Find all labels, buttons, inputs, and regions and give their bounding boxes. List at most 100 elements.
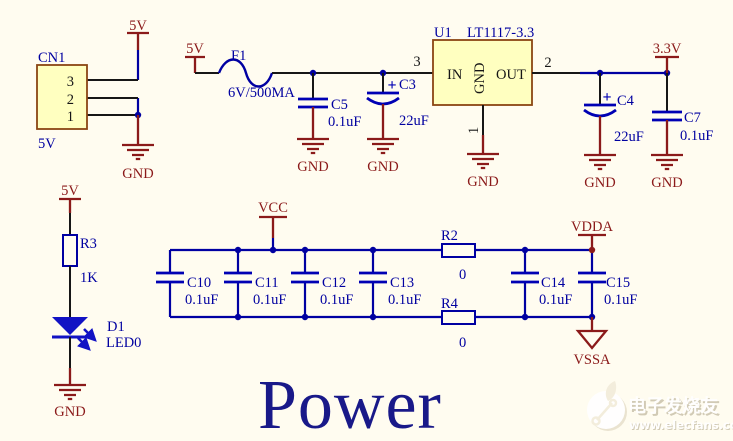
vssa-ground-triangle <box>575 329 609 350</box>
cn1-pin1-number: 1 <box>67 109 74 125</box>
junction-dot <box>369 313 377 321</box>
watermark-node <box>608 398 618 408</box>
c12-value: 0.1uF <box>320 292 353 308</box>
wire <box>87 79 138 116</box>
junction-dot <box>234 246 242 254</box>
r3-body <box>62 234 78 267</box>
watermark-brand: 电子发烧友 <box>628 395 718 417</box>
cn1-body <box>36 64 88 130</box>
r2-value: 0 <box>459 267 466 283</box>
led-emission-arrow <box>83 328 97 342</box>
capacitor-leads <box>523 250 594 317</box>
r2-body <box>441 243 476 258</box>
d1-value: LED0 <box>106 335 141 351</box>
c15-ref: C15 <box>606 275 630 291</box>
gnd-symbol <box>295 137 331 155</box>
cn1-ref: CN1 <box>38 50 65 66</box>
gnd-label: GND <box>584 175 615 191</box>
c14-value: 0.1uF <box>539 292 572 308</box>
gnd-label: GND <box>651 175 682 191</box>
junction-dot <box>521 246 529 254</box>
capacitor-c3: + C3 22uF GND <box>365 73 429 175</box>
power-terminal-5v <box>185 55 205 73</box>
c5-ref: C5 <box>331 97 348 113</box>
c15-value: 0.1uF <box>604 292 637 308</box>
capacitor-curved-plate <box>366 96 400 106</box>
gnd-symbol <box>649 153 685 171</box>
d1-ref: D1 <box>107 319 125 335</box>
watermark-node <box>591 416 601 426</box>
net-vssa-label: VSSA <box>573 352 611 368</box>
watermark-url-shadow: www.elecfans.com <box>630 419 733 433</box>
led-emission-arrow <box>77 337 91 351</box>
watermark-brand-shadow: 电子发烧友 <box>630 397 720 419</box>
gnd-label: GND <box>367 159 398 175</box>
capacitor-curved-plate <box>583 108 617 118</box>
capacitor-plates <box>298 97 328 109</box>
watermark-leaf <box>605 381 617 401</box>
capacitor-leads <box>168 250 375 317</box>
junction-dot <box>369 246 377 254</box>
gnd-symbol <box>52 383 88 401</box>
regulator-u1: U1 LT1117-3.3 3 IN GND OUT 2 1 GND <box>413 25 667 190</box>
led-triangle <box>52 317 88 335</box>
watermark-trace <box>596 402 613 421</box>
u1-pin-out-name: OUT <box>496 67 526 83</box>
r4-body <box>441 310 476 325</box>
c7-value: 0.1uF <box>680 128 713 144</box>
r4-value: 0 <box>459 335 466 351</box>
u1-pin-in-name: IN <box>447 67 463 83</box>
net-5v-label: 5V <box>186 41 204 57</box>
c13-ref: C13 <box>390 275 414 291</box>
polarity-plus: + <box>387 77 396 94</box>
cn1-pin2-number: 2 <box>67 92 74 108</box>
net-vdda-label: VDDA <box>571 219 613 235</box>
c11-ref: C11 <box>255 275 279 291</box>
gnd-label: GND <box>122 166 153 182</box>
r4-ref: R4 <box>441 296 459 312</box>
power-terminal-5v <box>127 31 149 50</box>
r2-ref: R2 <box>441 228 458 244</box>
rail-wires <box>475 248 592 319</box>
u1-ref: U1 <box>434 25 452 41</box>
decoupling-section: VCC C10 0.1uF C11 0.1uF C12 0.1uF C13 0.… <box>156 200 637 368</box>
gnd-label: GND <box>467 174 498 190</box>
c14-ref: C14 <box>541 275 566 291</box>
capacitor-plates <box>511 271 606 284</box>
r3-value: 1K <box>80 270 98 286</box>
junction-dot <box>234 313 242 321</box>
c7-ref: C7 <box>684 110 701 126</box>
u1-pin3-number: 3 <box>413 54 420 70</box>
cn1-value: 5V <box>38 136 56 152</box>
f1-ref: F1 <box>231 48 246 64</box>
u1-pin-gnd-name: GND <box>472 63 488 94</box>
power-terminal-3v3 <box>655 55 679 73</box>
c13-value: 0.1uF <box>388 292 421 308</box>
gnd-symbol <box>582 153 618 171</box>
f1-value: 6V/500MA <box>228 85 295 101</box>
capacitor-plates <box>156 271 387 284</box>
watermark: 电子发烧友 电子发烧友 www.elecfans.com www.elecfan… <box>587 381 733 433</box>
cn1-pin3-number: 3 <box>67 74 74 90</box>
power-terminal-vcc <box>259 215 287 238</box>
capacitor-c5: C5 0.1uF GND <box>295 73 361 175</box>
u1-pin1-number: 1 <box>466 127 482 134</box>
c4-ref: C4 <box>617 93 635 109</box>
polarity-plus: + <box>602 89 611 106</box>
gnd-label: GND <box>297 159 328 175</box>
led-indicator-section: 5V R3 1K D1 LED0 GND <box>52 183 141 420</box>
capacitor-plates <box>652 110 682 122</box>
watermark-url: www.elecfans.com <box>629 418 733 432</box>
c12-ref: C12 <box>322 275 346 291</box>
c11-value: 0.1uF <box>253 292 286 308</box>
c10-value: 0.1uF <box>185 292 218 308</box>
sheet-title: Power <box>258 367 442 441</box>
fuse-input-section: 5V F1 6V/500MA <box>185 41 433 101</box>
r3-ref: R3 <box>80 236 97 252</box>
u1-value: LT1117-3.3 <box>467 25 534 41</box>
net-5v-label: 5V <box>129 18 147 34</box>
output-section: 3.3V + C4 22uF GND C7 0.1uF GND <box>582 41 713 191</box>
junction-dot <box>521 313 529 321</box>
junction-dot <box>301 313 309 321</box>
